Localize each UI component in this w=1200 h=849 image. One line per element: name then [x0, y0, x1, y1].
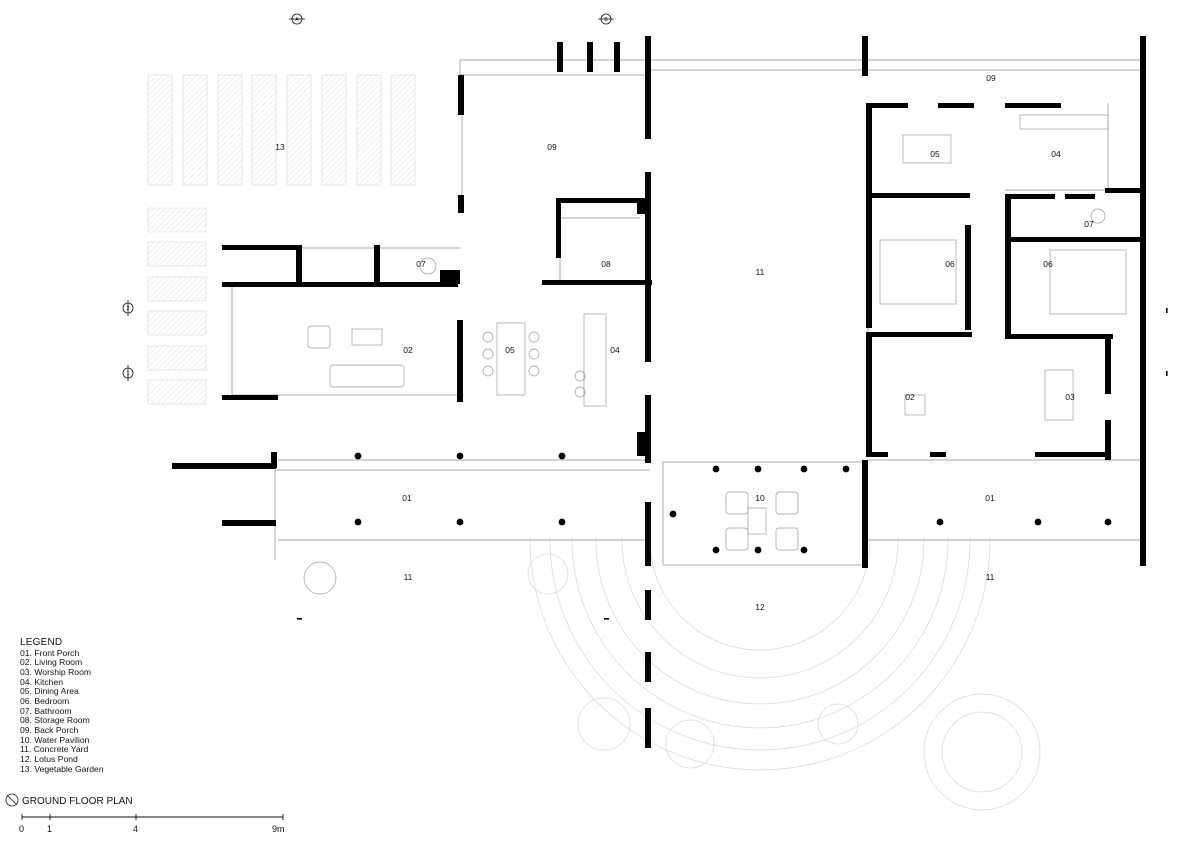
room-label-02-right: 02: [905, 392, 915, 402]
plan-title: GROUND FLOOR PLAN: [22, 796, 133, 807]
legend-title: LEGEND: [20, 637, 63, 648]
section-marker-a: [289, 13, 305, 25]
legend-item: 10. Water Pavilion: [20, 734, 90, 745]
legend-item: 13. Vegetable Garden: [20, 763, 104, 774]
small-ticks: [297, 308, 1168, 620]
furniture: [303, 114, 1127, 595]
section-marker-b: [598, 13, 614, 25]
legend-item: 09. Back Porch: [20, 724, 79, 735]
legend-item: 05. Dining Area: [20, 686, 79, 697]
legend: LEGEND 01. Front Porch 02. Living Room 0…: [20, 638, 104, 774]
legend-item: 07. Bathroom: [20, 705, 72, 716]
vegetable-garden-beds: [147, 74, 416, 405]
legend-item: 06. Bedroom: [20, 695, 70, 706]
section-mark-2: 2: [127, 306, 130, 312]
section-mark-a: A: [295, 17, 299, 23]
room-label-01-left: 01: [402, 493, 412, 503]
room-label-11-left: 11: [404, 572, 413, 582]
walls: [172, 36, 1146, 748]
room-label-03: 03: [1065, 392, 1075, 402]
room-label-12: 12: [755, 602, 765, 612]
legend-item: 11. Concrete Yard: [20, 744, 89, 755]
room-label-04-left: 04: [610, 345, 620, 355]
scale-label-9m: 9m: [272, 824, 285, 834]
room-label-11-middle: 11: [756, 267, 765, 277]
room-label-07-right: 07: [1084, 219, 1094, 229]
section-mark-1: 1: [127, 371, 130, 377]
room-label-05-right: 05: [930, 149, 940, 159]
room-label-11-right: 11: [986, 572, 995, 582]
legend-item: 12. Lotus Pond: [20, 753, 78, 764]
room-label-13: 13: [275, 142, 285, 152]
legend-item: 04. Kitchen: [20, 676, 63, 687]
room-label-05-left: 05: [505, 345, 515, 355]
scale-bar: [21, 814, 284, 820]
legend-item: 02. Living Room: [20, 657, 83, 668]
room-label-09-left: 09: [547, 142, 557, 152]
scale-label-4: 4: [133, 824, 139, 834]
room-label-02-left: 02: [403, 345, 413, 355]
scale-label-1: 1: [47, 824, 53, 834]
legend-item: 01. Front Porch: [20, 647, 80, 658]
room-label-04-right: 04: [1051, 149, 1061, 159]
section-marker-1: [122, 365, 134, 381]
room-label-06-a: 06: [945, 259, 955, 269]
room-label-06-b: 06: [1043, 259, 1053, 269]
section-marker-labels: A B 2 1: [127, 17, 609, 377]
scale-label-0: 0: [19, 824, 25, 834]
room-label-10: 10: [755, 493, 765, 503]
room-label-07-left: 07: [416, 259, 426, 269]
room-label-01-right: 01: [985, 493, 995, 503]
room-label-09-right: 09: [986, 73, 996, 83]
lotus-pond: [527, 539, 1041, 811]
room-label-08: 08: [601, 259, 611, 269]
legend-item: 08. Storage Room: [20, 715, 90, 726]
room-labels: 13 09 09 07 08 11 02 05 04 05 04 07 06 0…: [275, 73, 1094, 612]
section-marker-2: [122, 300, 134, 316]
columns: [354, 452, 1112, 554]
north-arrow-icon: [5, 793, 19, 807]
legend-item: 03. Worship Room: [20, 666, 92, 677]
section-mark-b: B: [604, 17, 608, 23]
